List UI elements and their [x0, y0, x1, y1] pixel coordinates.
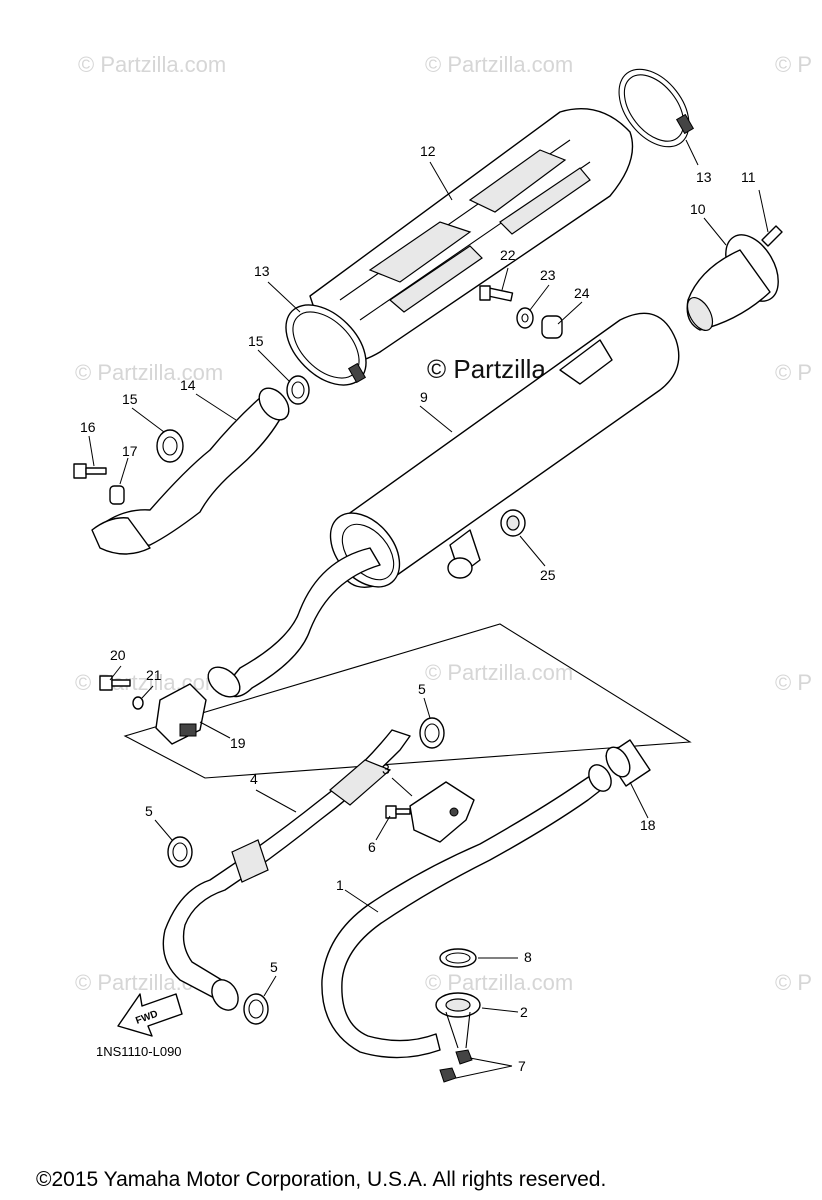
part-19-bracket [155, 683, 207, 745]
callout-25: 25 [540, 567, 556, 583]
part-3-bracket [409, 781, 475, 843]
callout-23: 23 [540, 267, 556, 283]
callout-24: 24 [574, 285, 590, 301]
callout-12: 12 [420, 143, 436, 159]
muffler-inlet-pipe [207, 547, 381, 698]
part-18-gasket [605, 739, 651, 787]
watermark: © Partzilla.com [425, 970, 573, 995]
part-5-clamp-upper [419, 717, 445, 749]
part-15-clamp-upper [286, 375, 310, 405]
callout-20: 20 [110, 647, 126, 663]
callout-19: 19 [230, 735, 246, 751]
callout-4: 4 [250, 771, 258, 787]
callout-labels: 12 13 11 10 22 23 24 13 15 14 15 16 17 9… [80, 143, 756, 1074]
part-13-clamp-top [618, 68, 695, 148]
part-4-exhaust-pipe [162, 729, 411, 1011]
watermark: © P [775, 670, 812, 695]
part-17-collar [109, 485, 125, 505]
part-7-nut-lower [439, 1067, 457, 1083]
part-12-heat-protector [309, 108, 634, 363]
callout-5: 5 [418, 681, 426, 697]
callout-15: 15 [122, 391, 138, 407]
callout-16: 16 [80, 419, 96, 435]
part-16-bolt [73, 463, 107, 479]
part-2-flange [435, 992, 481, 1049]
watermark: © Partzilla.com [78, 52, 226, 77]
callout-6: 6 [368, 839, 376, 855]
watermark: © P [775, 52, 812, 77]
watermark: © P [775, 970, 812, 995]
callout-3: 3 [382, 761, 390, 777]
part-21-washer [132, 696, 144, 710]
callout-11: 11 [741, 169, 756, 185]
part-22-bolt [479, 285, 514, 302]
part-6-bolt [385, 805, 411, 819]
callout-5: 5 [145, 803, 153, 819]
callout-14: 14 [180, 377, 196, 393]
callout-7: 7 [518, 1058, 526, 1074]
callout-9: 9 [420, 389, 428, 405]
part-10-tail-pipe [686, 234, 779, 331]
part-5-clamp-left [167, 836, 193, 868]
part-5-clamp-bottom [243, 993, 269, 1025]
watermark: © Partzilla.com [425, 660, 573, 685]
callout-13: 13 [696, 169, 712, 185]
part-15-clamp-lower [156, 429, 184, 463]
assembly-boundary [123, 623, 692, 779]
copyright-notice: ©2015 Yamaha Motor Corporation, U.S.A. A… [36, 1168, 606, 1191]
watermark-layer: © Partzilla.com © Partzilla.com © P © Pa… [75, 52, 812, 995]
forward-direction-arrow: FWD [117, 993, 183, 1037]
callout-18: 18 [640, 817, 656, 833]
part-24-grommet [541, 315, 563, 339]
callout-22: 22 [500, 247, 516, 263]
diagram-code: 1NS1110-L090 [96, 1044, 182, 1059]
watermark: © Partzilla.com [75, 360, 223, 385]
callout-10: 10 [690, 201, 706, 217]
part-13-clamp-lower [285, 304, 367, 386]
part-23-washer [516, 307, 534, 329]
callout-1: 1 [336, 877, 344, 893]
part-20-bolt [99, 675, 131, 691]
watermark: © P [775, 360, 812, 385]
part-1-exhaust-pipe [321, 764, 612, 1059]
callout-21: 21 [146, 667, 162, 683]
part-8-gasket [439, 948, 477, 968]
callout-17: 17 [122, 443, 138, 459]
part-14-exhaust-joint [91, 387, 290, 555]
callout-2: 2 [520, 1004, 528, 1020]
callout-5: 5 [270, 959, 278, 975]
part-25-grommet [500, 509, 526, 537]
part-7-nut-upper [455, 1049, 473, 1065]
callout-15: 15 [248, 333, 264, 349]
watermark: © Partzilla.com [425, 52, 573, 77]
callout-13: 13 [254, 263, 270, 279]
leader-lines [88, 139, 769, 1079]
part-11-screw [761, 225, 783, 247]
callout-8: 8 [524, 949, 532, 965]
